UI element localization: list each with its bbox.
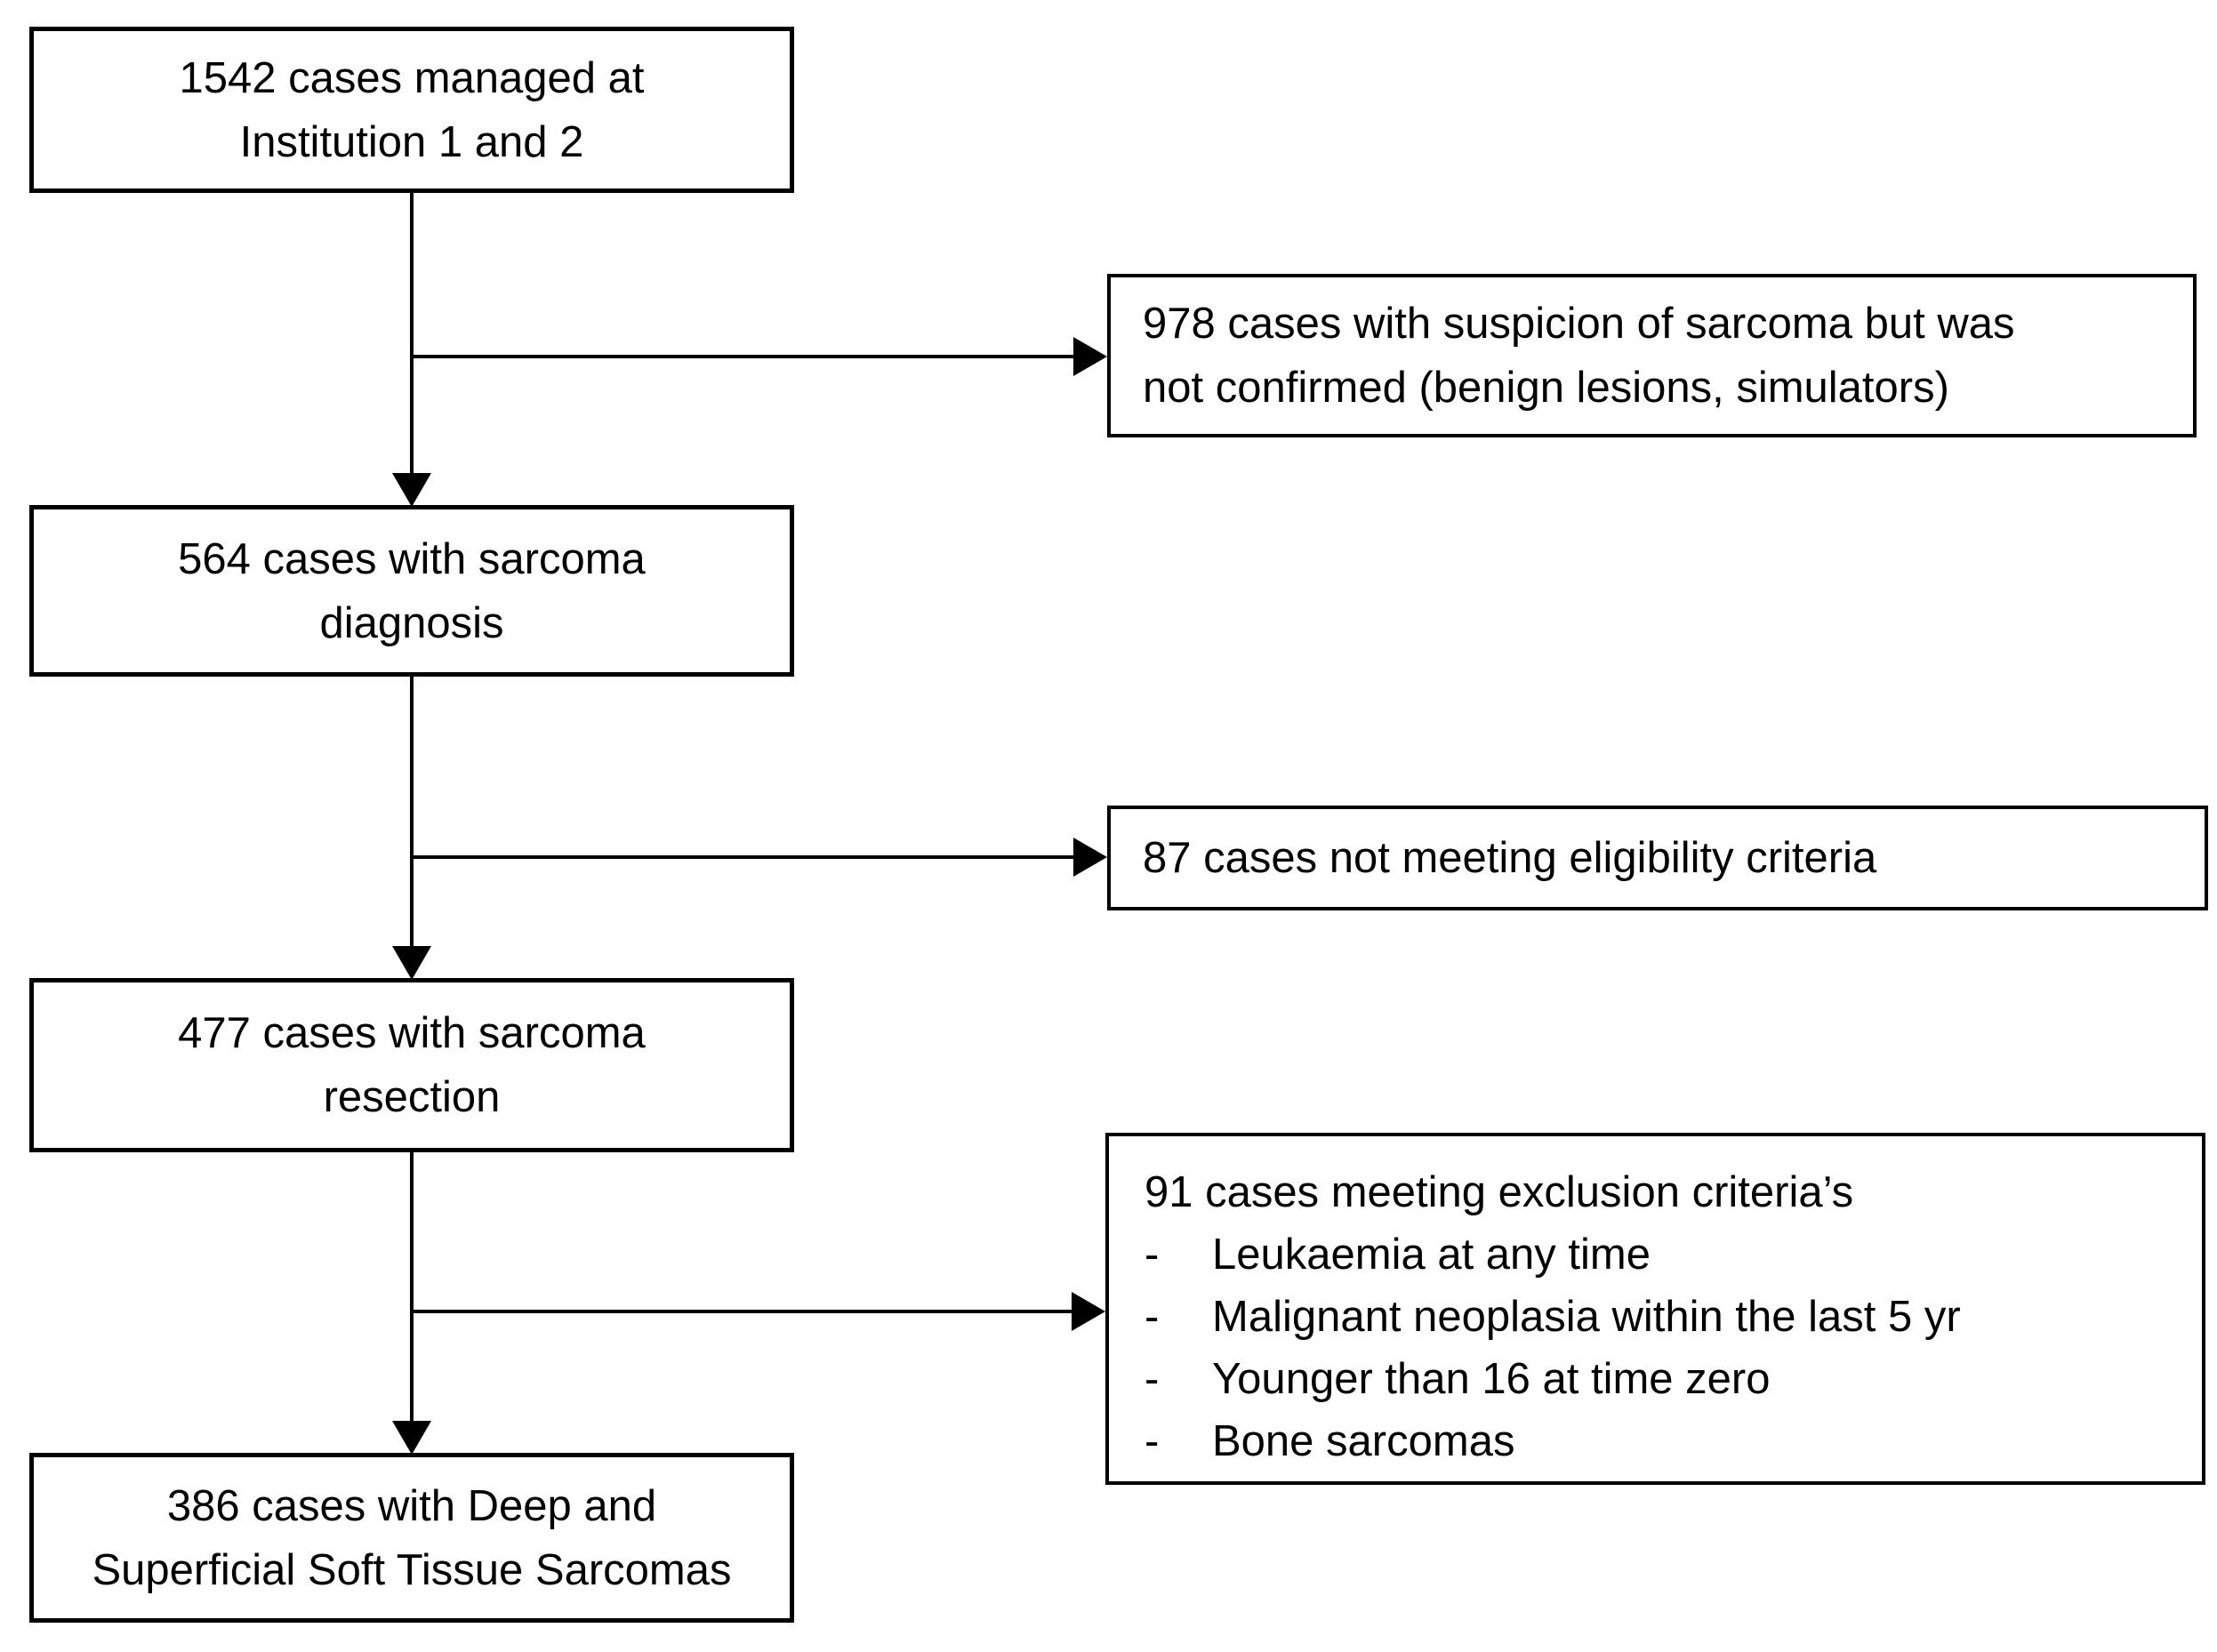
exclusion-bullet-bone: - Bone sarcomas	[1145, 1410, 1514, 1472]
exclusion-bullet-bone-text: Bone sarcomas	[1212, 1417, 1515, 1465]
box-not-confirmed: 978 cases with suspicion of sarcoma but …	[1107, 274, 2197, 437]
box-soft-tissue-sarcomas-line1: 386 cases with Deep and	[166, 1481, 657, 1530]
exclusion-bullet-leukaemia: - Leukaemia at any time	[1145, 1223, 1651, 1286]
box-sarcoma-diagnosis: 564 cases with sarcoma diagnosis	[29, 505, 794, 677]
arrowhead-down-3	[392, 1421, 431, 1455]
arrowhead-down-2	[392, 946, 431, 980]
box-sarcoma-diagnosis-line2: diagnosis	[319, 598, 504, 647]
box-cases-managed: 1542 cases managed at Institution 1 and …	[29, 27, 794, 193]
connector-line-1	[410, 193, 414, 476]
box-sarcoma-resection-line1: 477 cases with sarcoma	[178, 1009, 646, 1057]
branch-line-3	[410, 1310, 1076, 1313]
arrowhead-down-1	[392, 473, 431, 507]
exclusion-bullet-younger-text: Younger than 16 at time zero	[1212, 1355, 1771, 1403]
box-soft-tissue-sarcomas-line2: Superficial Soft Tissue Sarcomas	[92, 1545, 732, 1594]
arrowhead-right-1	[1073, 337, 1107, 376]
connector-line-3	[410, 1151, 414, 1423]
bullet-dash: -	[1145, 1293, 1160, 1341]
exclusion-bullet-leukaemia-text: Leukaemia at any time	[1212, 1231, 1651, 1279]
box-not-confirmed-line2: not confirmed (benign lesions, simulator…	[1143, 364, 1949, 412]
exclusion-bullet-younger: - Younger than 16 at time zero	[1145, 1348, 1770, 1410]
box-not-confirmed-line1: 978 cases with suspicion of sarcoma but …	[1143, 300, 2015, 348]
bullet-dash: -	[1145, 1417, 1160, 1465]
arrowhead-right-2	[1073, 838, 1107, 877]
box-not-eligible: 87 cases not meeting eligibility criteri…	[1107, 806, 2208, 910]
bullet-dash: -	[1145, 1355, 1160, 1403]
box-sarcoma-resection: 477 cases with sarcoma resection	[29, 978, 794, 1152]
branch-line-1	[410, 355, 1076, 358]
bullet-dash: -	[1145, 1231, 1160, 1279]
box-exclusion-criteria: 91 cases meeting exclusion criteria’s - …	[1105, 1133, 2205, 1485]
box-sarcoma-diagnosis-line1: 564 cases with sarcoma	[178, 534, 646, 583]
exclusion-bullet-neoplasia: - Malignant neoplasia within the last 5 …	[1145, 1286, 1961, 1348]
connector-line-2	[410, 675, 414, 949]
exclusion-bullet-neoplasia-text: Malignant neoplasia within the last 5 yr	[1212, 1293, 1961, 1341]
box-not-eligible-text: 87 cases not meeting eligibility criteri…	[1143, 834, 1877, 882]
box-sarcoma-resection-line2: resection	[323, 1073, 501, 1121]
arrowhead-right-3	[1072, 1292, 1105, 1331]
box-cases-managed-line2: Institution 1 and 2	[239, 117, 584, 166]
box-cases-managed-line1: 1542 cases managed at	[179, 53, 645, 102]
branch-line-2	[410, 855, 1076, 859]
box-soft-tissue-sarcomas: 386 cases with Deep and Superficial Soft…	[29, 1453, 794, 1623]
box-exclusion-criteria-title: 91 cases meeting exclusion criteria’s	[1145, 1168, 1854, 1216]
